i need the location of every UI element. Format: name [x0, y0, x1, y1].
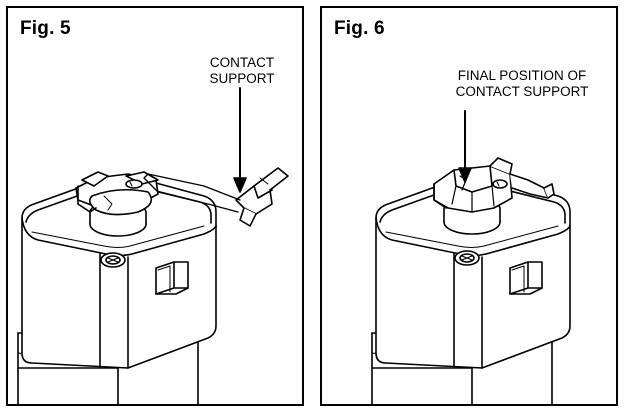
fig5-insertion-path — [143, 173, 241, 213]
figure-5-callout-line-2: SUPPORT — [209, 71, 275, 86]
figure-6-callout-line-1: FINAL POSITION OF — [457, 68, 587, 83]
figure-5-panel: Fig. 5 CONTACT SUPPORT — [6, 6, 304, 406]
figure-6-callout-line-2: CONTACT SUPPORT — [455, 84, 589, 99]
fig6-callout-arrow — [458, 110, 472, 183]
fig5-illustration — [17, 87, 289, 404]
fig6-top-assembly — [433, 157, 555, 235]
figure-6-panel: Fig. 6 FINAL POSITION OF CONTACT SUPPORT — [320, 6, 618, 406]
fig6-side-tab — [509, 261, 543, 295]
figure-5-label: Fig. 5 — [20, 18, 71, 39]
fig5-coil-housing — [21, 174, 217, 369]
fig5-screw — [100, 252, 126, 268]
fig6-screw — [454, 250, 480, 266]
figure-5-callout: CONTACT SUPPORT — [192, 55, 292, 87]
fig5-callout-arrow — [233, 87, 247, 193]
figure-6-callout: FINAL POSITION OF CONTACT SUPPORT — [432, 68, 612, 100]
fig5-contact-support-piece — [235, 167, 289, 227]
figure-6-label: Fig. 6 — [334, 18, 385, 39]
fig6-illustration — [371, 110, 571, 404]
fig5-side-tab — [155, 261, 189, 295]
fig5-top-assembly — [75, 171, 159, 237]
figure-5-callout-line-1: CONTACT — [209, 55, 275, 70]
